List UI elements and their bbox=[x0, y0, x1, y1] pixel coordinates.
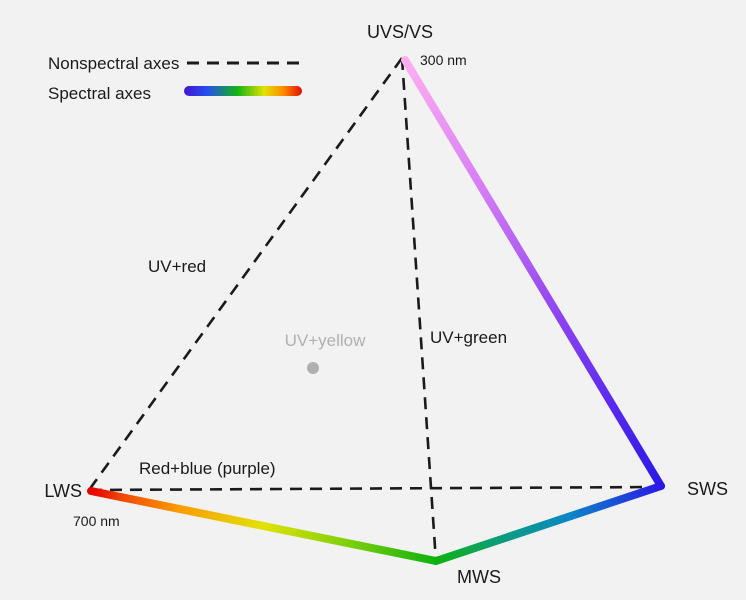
red-blue-purple-axis-line bbox=[89, 485, 662, 492]
uv-red-axis-line bbox=[87, 57, 404, 491]
spectral-edge-sws-to-mws bbox=[432, 482, 665, 565]
legend: Nonspectral axes Spectral axes bbox=[48, 54, 302, 103]
legend-nonspectral-label: Nonspectral axes bbox=[48, 54, 179, 73]
vertex-label-mws: MWS bbox=[457, 567, 501, 587]
legend-spectral-label: Spectral axes bbox=[48, 84, 151, 103]
legend-spectrum-bar-sample bbox=[184, 86, 302, 96]
wavelength-label-300nm: 300 nm bbox=[420, 52, 467, 68]
axis-label-red-blue-purple: Red+blue (purple) bbox=[139, 459, 276, 478]
vertex-label-lws: LWS bbox=[44, 481, 82, 501]
spectral-edge-mws-to-lws bbox=[87, 487, 440, 565]
axis-label-uv-yellow: UV+yellow bbox=[285, 331, 367, 350]
wavelength-label-700nm: 700 nm bbox=[73, 513, 120, 529]
axis-label-uv-red: UV+red bbox=[148, 257, 206, 276]
spectral-edge-uvsvs-to-sws bbox=[401, 56, 665, 490]
axis-label-uv-green: UV+green bbox=[430, 328, 507, 347]
vertex-label-sws: SWS bbox=[687, 479, 728, 499]
vertex-label-uvsvs: UVS/VS bbox=[367, 22, 433, 42]
uv-yellow-point bbox=[307, 362, 319, 374]
uv-green-axis-line bbox=[400, 57, 438, 563]
